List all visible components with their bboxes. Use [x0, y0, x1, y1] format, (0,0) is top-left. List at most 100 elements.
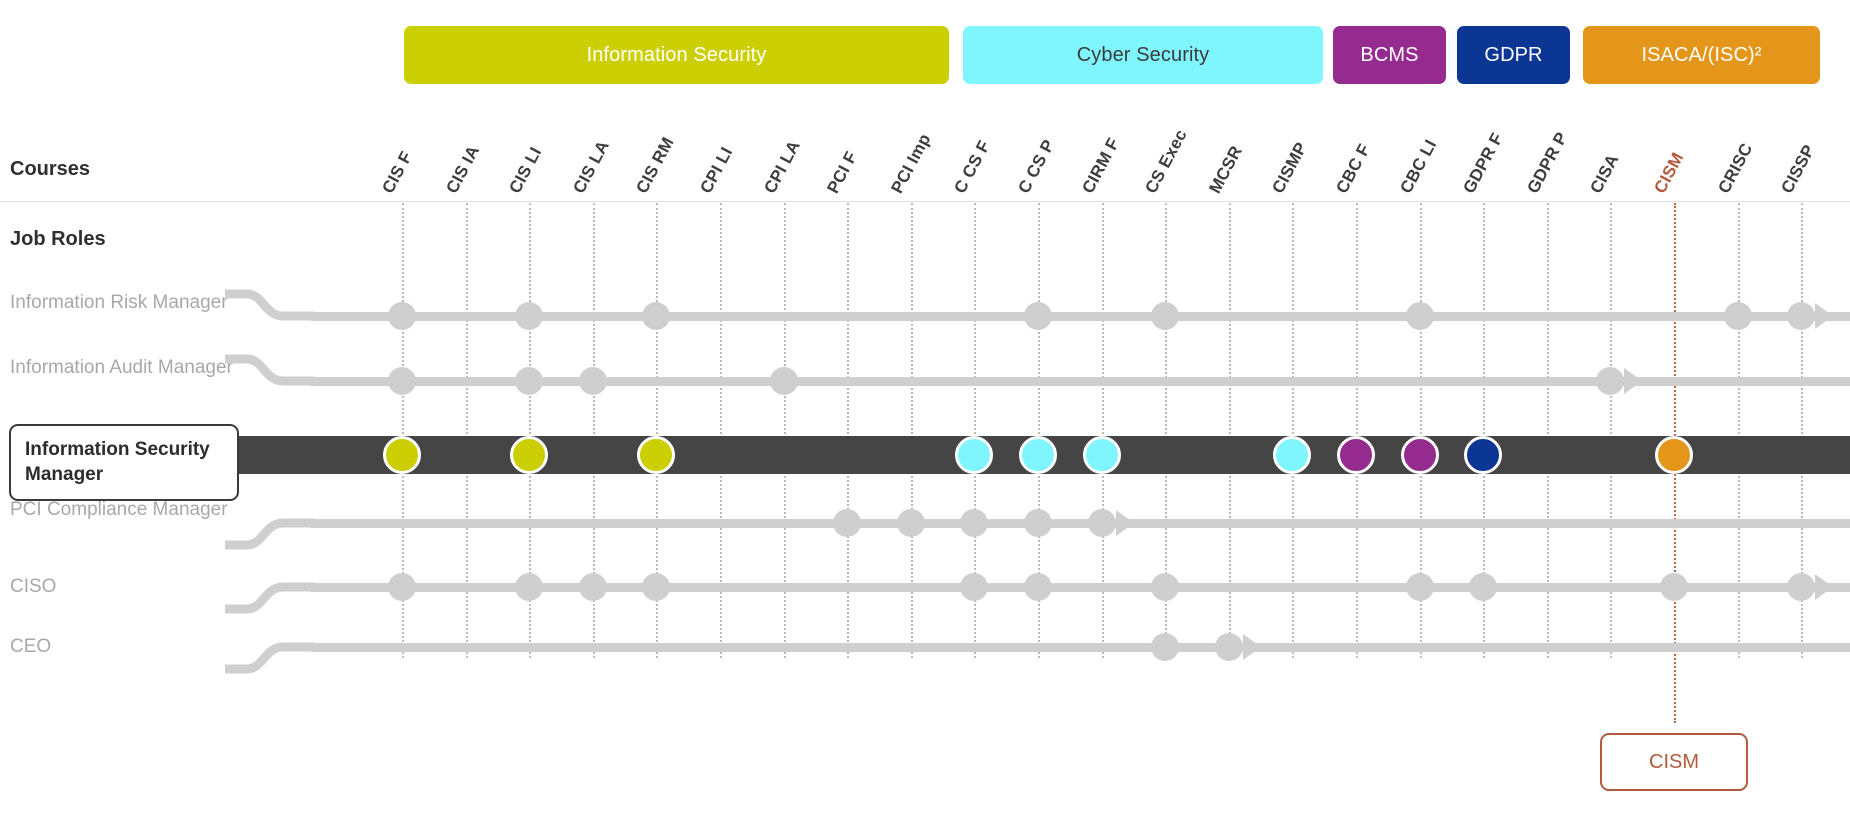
course-label-cs-exec[interactable]: CS Exec — [1141, 126, 1191, 197]
course-marker-cpi-la[interactable] — [769, 367, 798, 395]
course-marker-cbc-li[interactable] — [1400, 436, 1439, 474]
course-marker-gdpr-f[interactable] — [1469, 573, 1498, 601]
course-marker-mcsr[interactable] — [1214, 633, 1243, 661]
course-column-header: CS Exec — [1142, 126, 1191, 197]
course-label-cisa[interactable]: CISA — [1586, 151, 1623, 197]
category-button-information-security[interactable]: Information Security — [404, 26, 949, 84]
course-marker-cism[interactable] — [1655, 436, 1693, 474]
job-role-label[interactable]: CISO — [10, 576, 57, 597]
course-label-cis-f[interactable]: CIS F — [378, 148, 416, 197]
course-label-cpi-li[interactable]: CPI LI — [696, 144, 737, 197]
course-marker-cis-li[interactable] — [515, 573, 544, 601]
course-label-cis-li[interactable]: CIS LI — [505, 144, 546, 197]
course-label-c-cs-p[interactable]: C CS P — [1014, 136, 1059, 197]
course-marker-cis-li[interactable] — [510, 436, 549, 474]
course-marker-c-cs-f[interactable] — [955, 436, 994, 474]
course-column-header: CISA — [1587, 135, 1623, 197]
course-marker-cbc-li[interactable] — [1405, 573, 1434, 601]
course-marker-cbc-f[interactable] — [1337, 436, 1375, 474]
course-label-cirm-f[interactable]: CIRM F — [1077, 134, 1123, 197]
course-marker-cs-exec[interactable] — [1151, 302, 1180, 330]
course-marker-c-cs-p[interactable] — [1019, 436, 1057, 474]
role-track — [311, 312, 1850, 321]
grid-line — [1101, 203, 1104, 658]
row-lead-in — [225, 642, 315, 674]
selected-role-label[interactable]: Information Security Manager — [9, 424, 239, 501]
grid-line — [1419, 203, 1422, 658]
course-label-cbc-f[interactable]: CBC F — [1332, 140, 1374, 197]
grid-line — [656, 203, 659, 658]
course-marker-cis-f[interactable] — [383, 436, 421, 474]
course-label-pci-imp[interactable]: PCI Imp — [887, 130, 935, 197]
course-label-cis-la[interactable]: CIS LA — [569, 137, 613, 197]
course-marker-cis-rm[interactable] — [642, 302, 671, 330]
grid-line — [1483, 203, 1486, 658]
course-marker-cis-f[interactable] — [388, 573, 416, 601]
course-label-cis-ia[interactable]: CIS IA — [441, 142, 483, 197]
course-marker-c-cs-f[interactable] — [960, 509, 989, 537]
job-roles-header-label: Job Roles — [10, 228, 106, 250]
course-column-header: CISMP — [1269, 135, 1312, 197]
course-column-header: PCI Imp — [887, 130, 934, 197]
course-marker-cis-f[interactable] — [388, 302, 416, 330]
course-marker-cisa[interactable] — [1596, 367, 1625, 395]
job-role-label[interactable]: PCI Compliance Manager — [10, 499, 228, 520]
grid-line — [974, 203, 977, 658]
course-column-header: GDPR F — [1460, 130, 1507, 197]
grid-line — [1737, 203, 1740, 658]
course-label-mcsr[interactable]: MCSR — [1205, 142, 1246, 197]
course-marker-cs-exec[interactable] — [1151, 633, 1180, 661]
course-marker-pci-imp[interactable] — [896, 509, 925, 537]
course-label-pci-f[interactable]: PCI F — [823, 148, 862, 197]
course-marker-cis-li[interactable] — [515, 367, 544, 395]
course-marker-cissp[interactable] — [1787, 573, 1816, 601]
course-label-cpi-la[interactable]: CPI LA — [759, 137, 804, 197]
course-label-cis-rm[interactable]: CIS RM — [632, 134, 679, 197]
course-marker-cis-f[interactable] — [388, 367, 416, 395]
course-marker-c-cs-p[interactable] — [1024, 302, 1052, 330]
grid-line — [847, 203, 850, 658]
course-column-header: CISM — [1650, 135, 1687, 197]
category-button-cyber-security[interactable]: Cyber Security — [963, 26, 1323, 84]
category-button-bcms[interactable]: BCMS — [1333, 26, 1446, 84]
course-label-gdpr-p[interactable]: GDPR P — [1523, 128, 1572, 197]
course-marker-cis-la[interactable] — [578, 573, 607, 601]
course-label-cism[interactable]: CISM — [1650, 149, 1688, 197]
course-marker-cis-rm[interactable] — [642, 573, 671, 601]
course-label-gdpr-f[interactable]: GDPR F — [1459, 129, 1508, 197]
course-marker-cissp[interactable] — [1787, 302, 1816, 330]
course-label-cbc-li[interactable]: CBC LI — [1395, 136, 1440, 197]
job-role-label[interactable]: CEO — [10, 636, 52, 657]
course-column-header: CPI LI — [696, 135, 736, 197]
course-column-header: C CS P — [1014, 135, 1058, 197]
course-marker-cis-li[interactable] — [515, 302, 544, 330]
course-marker-c-cs-f[interactable] — [960, 573, 989, 601]
grid-line — [402, 203, 404, 658]
course-label-cissp[interactable]: CISSP — [1777, 141, 1819, 197]
course-marker-crisc[interactable] — [1723, 302, 1752, 330]
progress-arrow-icon — [1815, 574, 1834, 600]
course-marker-c-cs-p[interactable] — [1024, 573, 1052, 601]
course-marker-cirm-f[interactable] — [1082, 436, 1121, 474]
course-marker-cs-exec[interactable] — [1151, 573, 1180, 601]
grid-line — [1610, 203, 1613, 658]
course-marker-c-cs-p[interactable] — [1024, 509, 1052, 537]
course-marker-cbc-li[interactable] — [1405, 302, 1434, 330]
category-button-isaca-isc[interactable]: ISACA/(ISC)² — [1583, 26, 1820, 84]
course-marker-gdpr-f[interactable] — [1464, 436, 1503, 474]
course-marker-cis-rm[interactable] — [637, 436, 676, 474]
course-label-cismp[interactable]: CISMP — [1268, 139, 1312, 197]
progress-arrow-icon — [1624, 368, 1643, 394]
certification-badge-cism[interactable]: CISM — [1600, 733, 1748, 791]
course-marker-cis-la[interactable] — [578, 367, 607, 395]
course-marker-pci-f[interactable] — [833, 509, 862, 537]
job-role-label[interactable]: Information Audit Manager — [10, 357, 233, 378]
course-marker-cism[interactable] — [1660, 573, 1688, 601]
course-marker-cirm-f[interactable] — [1087, 509, 1116, 537]
course-label-c-cs-f[interactable]: C CS F — [950, 137, 995, 197]
course-marker-cismp[interactable] — [1273, 436, 1312, 474]
category-button-gdpr[interactable]: GDPR — [1457, 26, 1570, 84]
job-role-label[interactable]: Information Risk Manager — [10, 292, 228, 313]
progress-arrow-icon — [1815, 303, 1834, 329]
course-label-crisc[interactable]: CRISC — [1713, 140, 1757, 197]
